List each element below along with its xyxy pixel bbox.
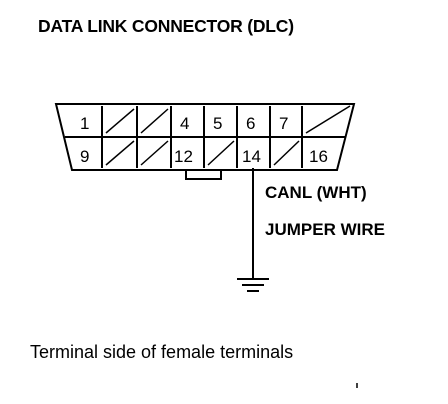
empty-terminal-11: [140, 140, 169, 166]
wire-color-label: CANL (WHT): [265, 183, 367, 202]
top-row-dividers: [101, 106, 303, 137]
caption: Terminal side of female terminals: [30, 342, 294, 362]
empty-terminal-10: [105, 140, 135, 166]
pin-16: 16: [309, 147, 328, 166]
pin-5: 5: [213, 114, 222, 133]
empty-terminal-8: [305, 105, 351, 134]
pin-12: 12: [174, 147, 193, 166]
bottom-row-dividers: [101, 137, 303, 168]
empty-terminal-3: [140, 108, 169, 134]
jumper-wire-label: JUMPER WIRE: [265, 220, 385, 239]
empty-terminal-15: [273, 140, 300, 166]
pin-7: 7: [279, 114, 288, 133]
pin-4: 4: [180, 114, 189, 133]
empty-terminal-2: [105, 108, 135, 134]
diagram-title: DATA LINK CONNECTOR (DLC): [38, 16, 294, 36]
pin-14: 14: [242, 147, 261, 166]
connector-outline: [54, 103, 356, 171]
ground-icon: [237, 278, 269, 292]
pin-6: 6: [246, 114, 255, 133]
connector-latch: [185, 170, 222, 180]
pin-9: 9: [80, 147, 89, 166]
empty-terminal-13: [207, 140, 235, 166]
empty-terminal-slashes: [105, 105, 351, 166]
pin-1: 1: [80, 114, 89, 133]
